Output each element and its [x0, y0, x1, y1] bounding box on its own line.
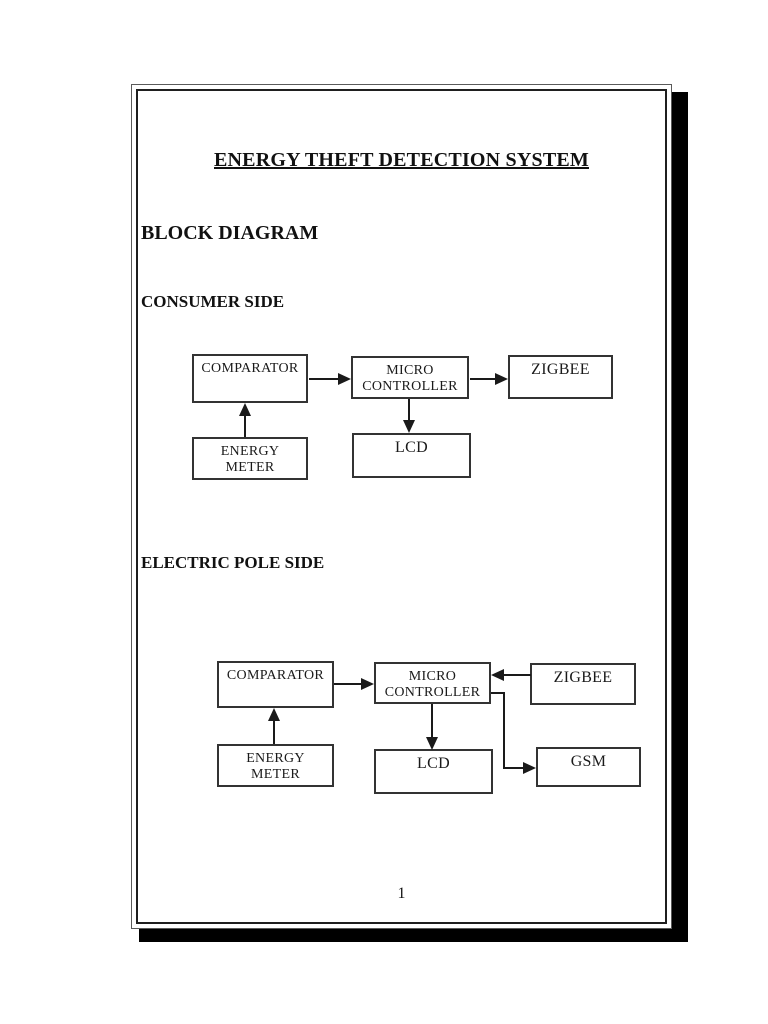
- arrowhead-down-icon: [426, 737, 438, 750]
- arrow-shaft: [470, 378, 496, 380]
- document-title: ENERGY THEFT DETECTION SYSTEM: [214, 149, 589, 171]
- pole-lcd-label: LCD: [417, 755, 450, 772]
- consumer-zigbee-box: ZIGBEE: [508, 355, 613, 399]
- arrowhead-right-icon: [361, 678, 374, 690]
- electric-pole-side-heading: ELECTRIC POLE SIDE: [141, 553, 325, 572]
- consumer-zigbee-label: ZIGBEE: [531, 361, 590, 378]
- arrow-shaft: [431, 704, 433, 738]
- pole-energy-meter-box: ENERGY METER: [217, 744, 334, 787]
- arrow-elbow-segment2: [503, 692, 505, 769]
- consumer-microcontroller-label-line2: CONTROLLER: [362, 379, 458, 394]
- arrowhead-down-icon: [403, 420, 415, 433]
- pole-energy-meter-label-line1: ENERGY: [246, 751, 305, 766]
- pole-comparator-box: COMPARATOR: [217, 661, 334, 708]
- consumer-lcd-label: LCD: [395, 439, 428, 456]
- page-inner-border: [136, 89, 667, 924]
- arrowhead-left-icon: [491, 669, 504, 681]
- pole-lcd-box: LCD: [374, 749, 493, 794]
- arrow-elbow-segment3: [503, 767, 524, 769]
- pole-energy-meter-label-line2: METER: [251, 767, 300, 782]
- pole-microcontroller-label-line2: CONTROLLER: [384, 685, 481, 700]
- consumer-microcontroller-label-line1: MICRO: [386, 363, 434, 378]
- arrow-shaft: [273, 720, 275, 744]
- pole-zigbee-box: ZIGBEE: [530, 663, 636, 705]
- arrowhead-right-icon: [338, 373, 351, 385]
- consumer-energy-meter-box: ENERGY METER: [192, 437, 308, 480]
- arrow-shaft: [309, 378, 340, 380]
- document-page: ENERGY THEFT DETECTION SYSTEM BLOCK DIAG…: [131, 84, 672, 929]
- consumer-comparator-box: COMPARATOR: [192, 354, 308, 403]
- pole-gsm-box: GSM: [536, 747, 641, 787]
- consumer-energy-meter-label-line1: ENERGY: [220, 444, 280, 459]
- pole-zigbee-label: ZIGBEE: [553, 669, 613, 686]
- pole-microcontroller-label-line1: MICRO: [408, 669, 457, 684]
- consumer-microcontroller-box: MICRO CONTROLLER: [351, 356, 469, 399]
- arrow-shaft: [334, 683, 362, 685]
- arrowhead-right-icon: [495, 373, 508, 385]
- arrow-shaft: [408, 399, 410, 421]
- pole-comparator-label: COMPARATOR: [226, 668, 325, 683]
- pole-gsm-label: GSM: [570, 753, 607, 770]
- consumer-comparator-label: COMPARATOR: [201, 361, 299, 376]
- consumer-side-heading: CONSUMER SIDE: [141, 292, 285, 311]
- block-diagram-heading: BLOCK DIAGRAM: [141, 222, 319, 244]
- arrow-elbow-segment1: [491, 692, 505, 694]
- consumer-lcd-box: LCD: [352, 433, 471, 478]
- arrowhead-right-icon: [523, 762, 536, 774]
- arrowhead-up-icon: [268, 708, 280, 721]
- consumer-energy-meter-label-line2: METER: [225, 460, 275, 475]
- pole-microcontroller-box: MICRO CONTROLLER: [374, 662, 491, 704]
- arrow-shaft: [504, 674, 531, 676]
- page-number: 1: [397, 885, 406, 902]
- arrow-shaft: [244, 415, 246, 437]
- arrowhead-up-icon: [239, 403, 251, 416]
